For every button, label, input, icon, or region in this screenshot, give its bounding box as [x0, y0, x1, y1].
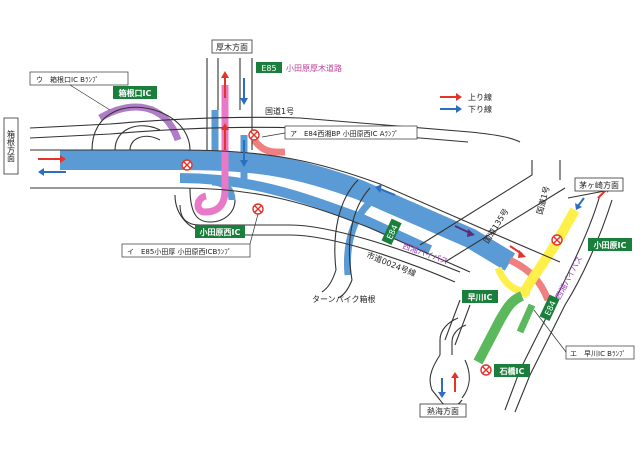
callout-ramp-a: ア E84西湘BP 小田原西IC Aﾗﾝﾌﾟ [261, 125, 418, 140]
arrow-up-line-hakone [38, 155, 66, 163]
legend-down-line: 下り線 [440, 104, 492, 114]
ic-label-hayakawa: 早川IC [462, 290, 498, 303]
odawara-atsugi-road-label: 小田原厚木道路 [286, 63, 342, 73]
arrow-up-line-atsugi-2 [221, 123, 229, 150]
callout-ramp-e: エ 早川IC Bﾗﾝﾌﾟ [533, 309, 635, 360]
arrow-atami-down [438, 378, 446, 398]
svg-text:イ E85小田厚 小田原西ICBﾗﾝﾌﾟ: イ E85小田厚 小田原西ICBﾗﾝﾌﾟ [127, 247, 231, 256]
svg-text:箱根口IC: 箱根口IC [119, 88, 152, 98]
svg-text:石橋IC: 石橋IC [499, 366, 525, 376]
hayakawa-band [473, 291, 536, 365]
closed-mark-ramp-a [248, 129, 260, 141]
svg-text:E85: E85 [261, 64, 276, 73]
direction-box-chigasaki: 茅ヶ崎方面 [574, 177, 624, 192]
arrow-seisho-up [454, 225, 475, 237]
direction-box-hakone: 箱根方面 [3, 117, 19, 175]
direction-arrows [38, 71, 609, 398]
callout-ramp-i: イ E85小田厚 小田原西ICBﾗﾝﾌﾟ [121, 213, 259, 258]
closed-mark-odawara-ic [551, 234, 563, 246]
direction-box-atami: 熱海方面 [419, 403, 467, 418]
route1-label: 国道1号 [265, 106, 294, 116]
arrow-down-line-atsugi-2 [240, 140, 248, 167]
arrow-down-line-atsugi [240, 78, 248, 105]
arrow-odawara-ic [509, 245, 526, 258]
arrow-down-line-hakone [38, 168, 66, 176]
svg-text:早川IC: 早川IC [468, 293, 493, 302]
closed-mark-main [181, 159, 193, 171]
odawara-atsugi-band [194, 85, 229, 216]
svg-text:下り線: 下り線 [468, 104, 492, 114]
turnpike-label: ターンパイク箱根 [312, 294, 375, 304]
route1-east-label: 国道1号 [534, 185, 551, 216]
ic-label-ishibashi: 石橋IC [494, 364, 530, 377]
arrow-up-line-atsugi [221, 71, 229, 98]
svg-text:小田原西IC: 小田原西IC [199, 227, 241, 237]
closed-mark-ramp-i [252, 203, 264, 215]
svg-text:ウ 箱根口IC Bﾗﾝﾌﾟ: ウ 箱根口IC Bﾗﾝﾌﾟ [36, 75, 99, 84]
shield-e85: E85 [256, 62, 282, 73]
arrow-seisho-down [375, 184, 396, 196]
svg-text:小田原IC: 小田原IC [593, 240, 627, 250]
svg-text:厚木方面: 厚木方面 [216, 42, 248, 52]
svg-text:エ 早川IC Bﾗﾝﾌﾟ: エ 早川IC Bﾗﾝﾌﾟ [570, 350, 626, 358]
callout-ramp-u: ウ 箱根口IC Bﾗﾝﾌﾟ [29, 71, 129, 111]
svg-text:箱根方面: 箱根方面 [7, 129, 16, 163]
ic-label-odawara-nishi: 小田原西IC [195, 225, 245, 238]
legend: 上り線 下り線 [440, 92, 492, 114]
svg-text:ア E84西湘BP 小田原西IC Aﾗﾝﾌﾟ: ア E84西湘BP 小田原西IC Aﾗﾝﾌﾟ [290, 129, 399, 138]
direction-box-atsugi: 厚木方面 [211, 39, 253, 54]
legend-up-line: 上り線 [440, 92, 492, 102]
svg-text:熱海方面: 熱海方面 [427, 406, 459, 416]
ic-label-odawara: 小田原IC [588, 238, 632, 251]
arrow-chigasaki-down [575, 197, 585, 210]
arrow-atami-up [451, 372, 459, 392]
svg-text:上り線: 上り線 [468, 92, 492, 102]
svg-text:茅ヶ崎方面: 茅ヶ崎方面 [579, 180, 619, 190]
ic-label-hakoneguchi: 箱根口IC [113, 86, 157, 99]
closed-mark-ishibashi [480, 364, 492, 376]
